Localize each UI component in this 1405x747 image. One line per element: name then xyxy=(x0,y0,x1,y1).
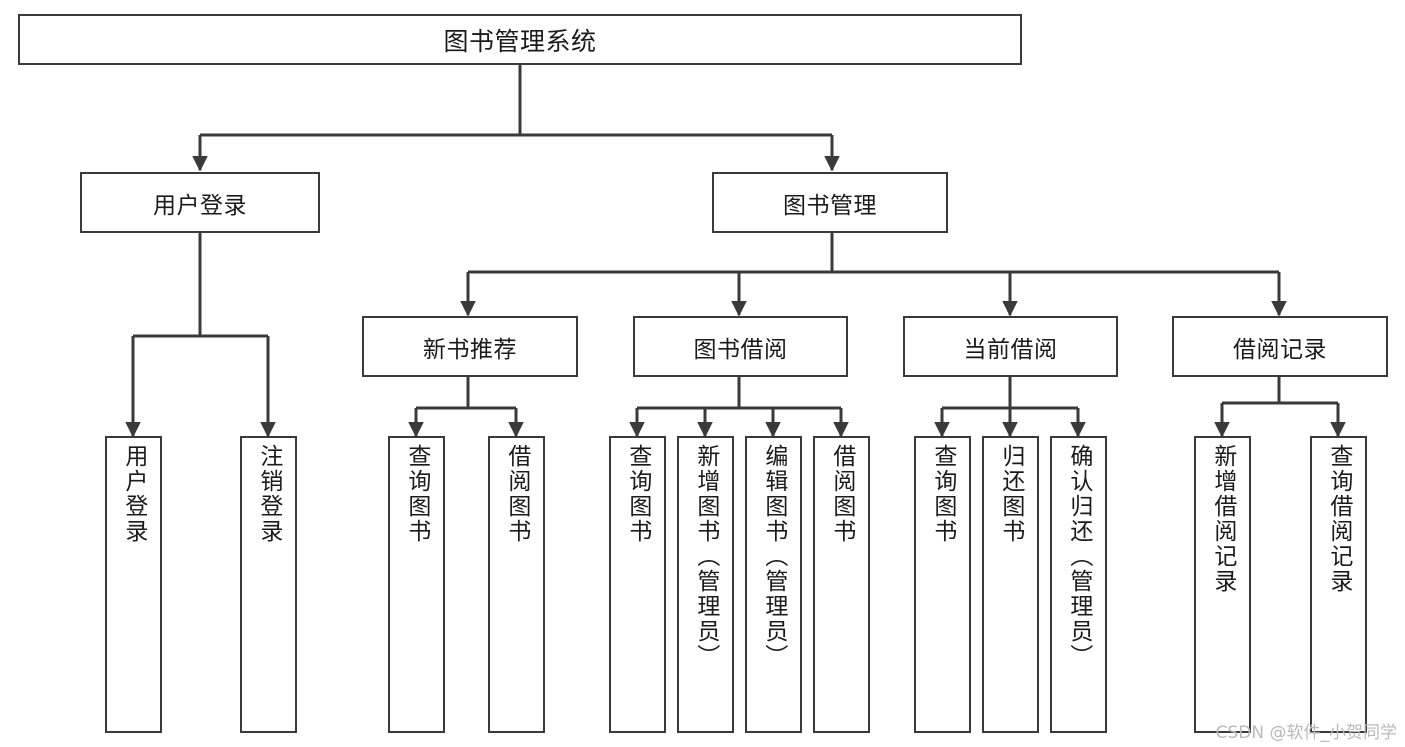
node-label: 归还图书 xyxy=(997,444,1024,544)
leaf-add-borrow-record[interactable]: 新增借阅记录 xyxy=(1194,436,1251,733)
node-label: 查询借阅记录 xyxy=(1325,444,1352,594)
leaf-add-book-admin[interactable]: 新增图书（管理员） xyxy=(677,436,734,733)
node-label: 查询图书 xyxy=(624,444,651,544)
node-current-borrow[interactable]: 当前借阅 xyxy=(903,316,1118,377)
node-label: 借阅图书 xyxy=(503,444,530,544)
node-new-book-recommend[interactable]: 新书推荐 xyxy=(362,316,578,377)
leaf-query-book-current[interactable]: 查询图书 xyxy=(914,436,971,733)
csdn-watermark: CSDN @软件_小贺同学 xyxy=(1215,723,1397,743)
leaf-logout[interactable]: 注销登录 xyxy=(240,436,297,733)
node-label: 新增借阅记录 xyxy=(1209,444,1236,594)
node-root-system[interactable]: 图书管理系统 xyxy=(18,14,1022,65)
node-label: 注销登录 xyxy=(255,444,282,544)
leaf-query-book-recommend[interactable]: 查询图书 xyxy=(388,436,445,733)
node-label: 借阅记录 xyxy=(1233,336,1327,363)
node-label: 确认归还（管理员） xyxy=(1065,444,1092,669)
node-book-management[interactable]: 图书管理 xyxy=(712,172,948,233)
leaf-borrow-book-recommend[interactable]: 借阅图书 xyxy=(488,436,545,733)
leaf-return-book[interactable]: 归还图书 xyxy=(982,436,1039,733)
leaf-user-login[interactable]: 用户登录 xyxy=(105,436,162,733)
node-label: 新书推荐 xyxy=(423,336,517,363)
node-label: 查询图书 xyxy=(929,444,956,544)
node-label: 查询图书 xyxy=(403,444,430,544)
node-label: 图书管理系统 xyxy=(443,26,597,56)
node-label: 图书管理 xyxy=(783,192,877,219)
leaf-query-book-borrow[interactable]: 查询图书 xyxy=(609,436,666,733)
node-borrow-record[interactable]: 借阅记录 xyxy=(1172,316,1388,377)
node-label: 当前借阅 xyxy=(963,336,1058,363)
leaf-borrow-book[interactable]: 借阅图书 xyxy=(813,436,870,733)
leaf-edit-book-admin[interactable]: 编辑图书（管理员） xyxy=(745,436,802,733)
node-label: 编辑图书（管理员） xyxy=(760,444,787,669)
leaf-confirm-return-admin[interactable]: 确认归还（管理员） xyxy=(1050,436,1107,733)
node-label: 用户登录 xyxy=(120,444,147,544)
node-book-borrow[interactable]: 图书借阅 xyxy=(633,316,848,377)
node-label: 用户登录 xyxy=(153,192,247,219)
node-label: 图书借阅 xyxy=(693,336,788,363)
node-label: 新增图书（管理员） xyxy=(692,444,719,669)
leaf-query-borrow-record[interactable]: 查询借阅记录 xyxy=(1310,436,1367,733)
node-user-login[interactable]: 用户登录 xyxy=(80,172,320,233)
node-label: 借阅图书 xyxy=(828,444,855,544)
